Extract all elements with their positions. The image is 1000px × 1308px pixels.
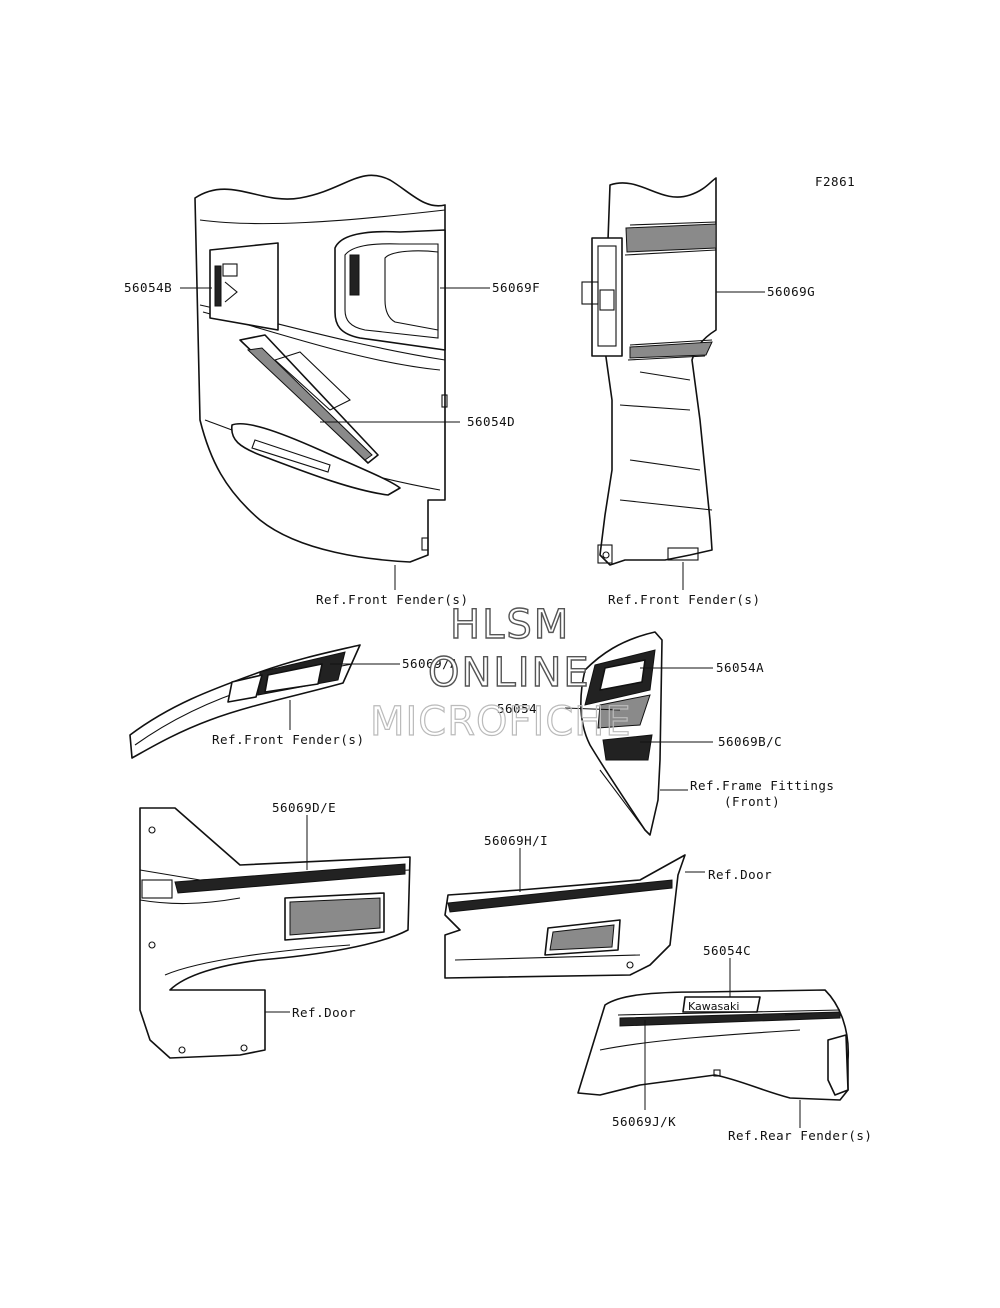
watermark-line1: HLSM	[450, 602, 570, 648]
callout-56069BC: 56069B/C	[718, 734, 782, 749]
callout-56054B: 56054B	[124, 280, 172, 295]
front-panel-left	[194, 174, 448, 563]
ref-front-fender-3: Ref.Front Fender(s)	[212, 732, 365, 747]
decal-56054	[597, 694, 651, 729]
ref-front-fender-2: Ref.Front Fender(s)	[608, 592, 761, 607]
stripe-56069HI	[447, 879, 673, 913]
callout-56069F: 56069F	[492, 280, 540, 295]
callout-56054D: 56054D	[467, 414, 515, 429]
callout-56054C: 56054C	[703, 943, 751, 958]
side-panel-right	[581, 177, 717, 566]
ref-frame-fittings: Ref.Frame Fittings	[690, 778, 834, 793]
stripe-56069JK	[619, 1011, 841, 1027]
callout-56054A: 56054A	[716, 660, 764, 675]
callout-56069A: 56069/A	[402, 656, 458, 671]
watermark: HLSM ONLINE MICROFICHE	[369, 601, 632, 745]
decal-56069F	[334, 229, 446, 351]
leader-lines	[180, 287, 801, 1128]
rear-fender: Kawasaki	[577, 989, 850, 1101]
frame-fitting-guard	[580, 631, 663, 836]
decal-56054B	[209, 242, 279, 331]
watermark-line2: ONLINE	[428, 650, 591, 696]
ref-door-2: Ref.Door	[292, 1005, 356, 1020]
callout-56069JK: 56069J/K	[612, 1114, 676, 1129]
decal-56069BC	[602, 734, 653, 761]
figure-id: F2861	[815, 174, 855, 189]
door-panel-right	[444, 854, 686, 979]
callout-56054: 56054	[497, 701, 537, 716]
kawasaki-wordmark: Kawasaki	[688, 1000, 739, 1013]
callout-56069HI: 56069H/I	[484, 833, 548, 848]
ref-front-fender-1: Ref.Front Fender(s)	[316, 592, 469, 607]
ref-door-1: Ref.Door	[708, 867, 772, 882]
front-fender-strip	[129, 644, 361, 759]
callout-56069G: 56069G	[767, 284, 815, 299]
watermark-line3: MICROFICHE	[370, 699, 632, 745]
stripe-56069G-top	[625, 223, 717, 253]
stripe-56069DE	[174, 863, 406, 894]
door-panel-left	[139, 807, 411, 1059]
stripe-56069G-bottom	[629, 341, 713, 359]
callout-56069DE: 56069D/E	[272, 800, 336, 815]
ref-rear-fender: Ref.Rear Fender(s)	[728, 1128, 872, 1143]
ref-frame-fittings-front: (Front)	[724, 794, 780, 809]
